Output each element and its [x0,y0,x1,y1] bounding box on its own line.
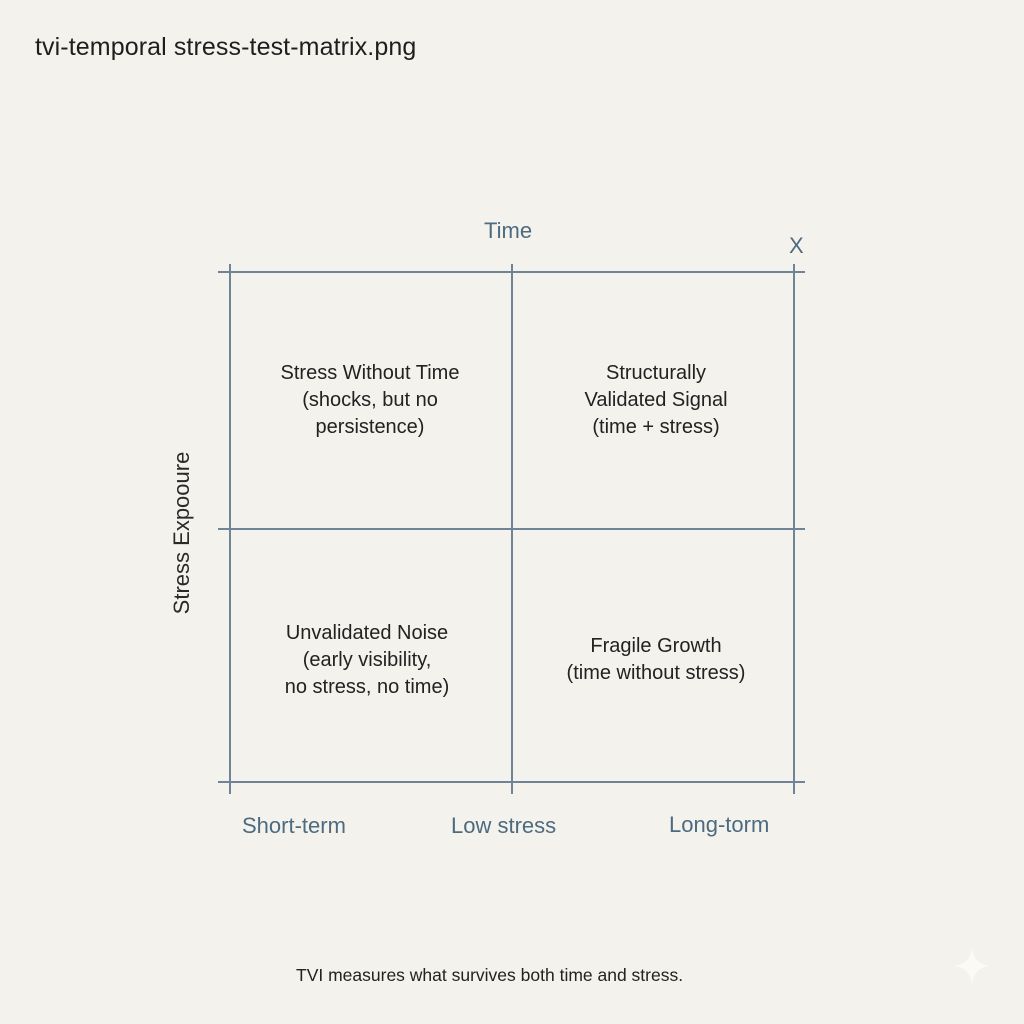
quadrant-bottom-right: Fragile Growth (time without stress) [566,635,746,684]
grid-line-left [229,264,231,794]
quadrant-bottom-left: Unvalidated Noise (early visibility, no … [284,622,450,698]
tick-short-term: Short-term [242,813,346,838]
time-axis-label: Time [484,218,533,243]
grid-line-right [793,264,795,794]
quadrant-top-left: Stress Without Time (shocks, but no pers… [280,362,460,438]
tick-long-term: Long-torm [669,812,770,837]
grid-line-center [511,264,513,794]
tick-low-stress: Low stress [451,813,557,838]
sparkle-icon [954,948,990,984]
x-axis-marker: X [789,233,804,258]
stress-axis-label: Stress Expooure [169,451,194,615]
quadrant-top-right: Structurally Validated Signal (time + st… [584,362,728,438]
image-title: tvi-temporal stress-test-matrix.png [35,33,417,61]
caption: TVI measures what survives both time and… [296,965,684,985]
